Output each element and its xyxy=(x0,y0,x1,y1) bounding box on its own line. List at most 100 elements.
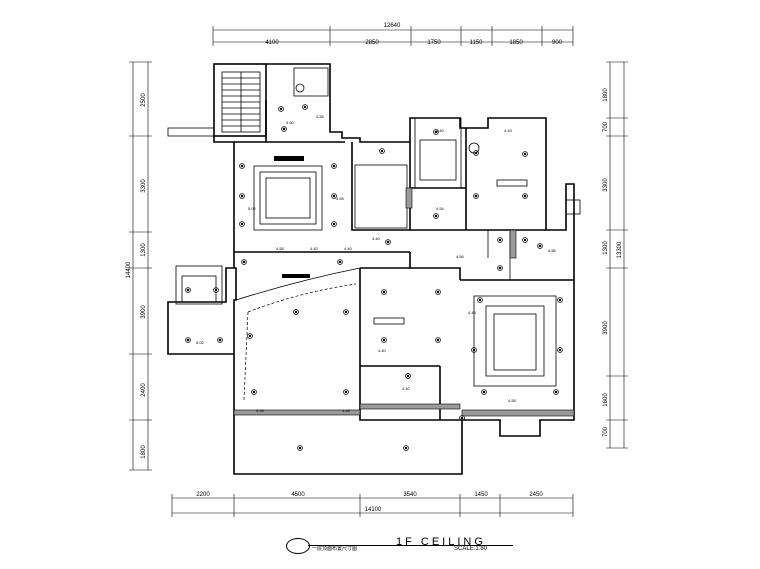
ceiling-lamp-center xyxy=(558,348,562,352)
ceiling-lamps xyxy=(185,104,563,451)
right-total-label: 13300 xyxy=(617,241,623,258)
ceiling-lamp xyxy=(403,445,409,451)
ceiling-lamp-center xyxy=(478,298,482,302)
ceiling-lamp-center xyxy=(523,194,527,198)
drawing-scale: SCALE:1:80 xyxy=(454,546,488,552)
annot-11: 4.40 xyxy=(378,348,387,353)
ceiling-lamp-center xyxy=(436,290,440,294)
ceiling-lamp xyxy=(343,309,349,315)
annot-0: 4.56 xyxy=(316,114,325,119)
ceiling-lamp xyxy=(381,289,387,295)
top-seg-2: 1750 xyxy=(427,40,441,46)
ceiling-lamp-center xyxy=(523,152,527,156)
ceiling-lamp-center xyxy=(472,348,476,352)
ceiling-lamp xyxy=(241,259,247,265)
ceiling-lamp-center xyxy=(436,338,440,342)
ceiling-lamp xyxy=(435,337,441,343)
ceiling-lamp xyxy=(251,389,257,395)
ceiling-lamp-center xyxy=(434,214,438,218)
ceiling-lamp xyxy=(278,106,284,112)
ceiling-lamp xyxy=(433,213,439,219)
ceiling-lamp xyxy=(247,333,253,339)
coffered-ceiling-dining xyxy=(253,156,323,231)
ceiling-lamp-center xyxy=(554,390,558,394)
coffered-ceiling-small xyxy=(175,265,223,305)
title-symbol xyxy=(286,538,310,554)
annot-16: 5.02 xyxy=(196,340,205,345)
ceiling-lamp xyxy=(481,389,487,395)
ceiling-lamp xyxy=(477,297,483,303)
ceiling-lamp xyxy=(405,373,411,379)
left-dimension-chain: 14400 2500 3300 1300 3900 2400 1800 xyxy=(126,61,152,471)
annot-3: 4.55 xyxy=(276,246,285,251)
ceiling-lamp xyxy=(471,347,477,353)
bottom-dimension-chain: 2200 4500 3540 1450 2450 14100 xyxy=(171,492,574,517)
wall-hatch-strips xyxy=(233,187,575,417)
bottom-seg-0: 2200 xyxy=(196,492,210,498)
annot-14: 4.43 xyxy=(468,310,477,315)
ceiling-lamp xyxy=(213,287,219,293)
right-seg-6: 700 xyxy=(603,426,609,437)
ceiling-lamp-center xyxy=(248,334,252,338)
left-seg-5: 1800 xyxy=(141,445,147,459)
ceiling-lamp xyxy=(497,237,503,243)
right-seg-5: 1600 xyxy=(603,393,609,407)
ceiling-lamp-center xyxy=(382,290,386,294)
bottom-seg-3: 1450 xyxy=(474,492,488,498)
ceiling-lamp-center xyxy=(294,310,298,314)
ceiling-lamp xyxy=(239,193,245,199)
ceiling-lamp xyxy=(239,221,245,227)
ceiling-lamp-center xyxy=(186,338,190,342)
ceiling-lamp xyxy=(553,389,559,395)
annot-8: 4.54 xyxy=(436,206,445,211)
annot-4: 4.43 xyxy=(310,246,319,251)
ceiling-lamp-center xyxy=(242,260,246,264)
bottom-seg-4: 2450 xyxy=(529,492,543,498)
ceiling-lamp-center xyxy=(474,151,478,155)
annot-5: 4.40 xyxy=(344,246,353,251)
bottom-total-label: 14100 xyxy=(365,507,382,513)
ceiling-lamp-center xyxy=(240,222,244,226)
ceiling-lamp xyxy=(239,163,245,169)
ceiling-lamp xyxy=(435,289,441,295)
top-seg-1: 2850 xyxy=(365,40,379,46)
ceiling-lamp-center xyxy=(404,446,408,450)
bottom-seg-2: 3540 xyxy=(403,492,417,498)
ceiling-lamp-center xyxy=(218,338,222,342)
annot-2: 4.55 xyxy=(336,196,345,201)
ceiling-lamp xyxy=(557,347,563,353)
ceiling-lamp-center xyxy=(240,194,244,198)
ceiling-lamp-center xyxy=(344,390,348,394)
ceiling-lamp-center xyxy=(338,260,342,264)
ceiling-lamp xyxy=(185,287,191,293)
ceiling-lamp-center xyxy=(186,288,190,292)
ceiling-lamp-center xyxy=(434,130,438,134)
ceiling-lamp-center xyxy=(332,194,336,198)
ceiling-lamp xyxy=(343,389,349,395)
ceiling-lamp xyxy=(522,237,528,243)
coffered-ceiling-bedroom xyxy=(473,295,557,387)
ceiling-lamp-center xyxy=(460,416,464,420)
top-seg-3: 1150 xyxy=(470,40,484,46)
ceiling-lamp xyxy=(473,193,479,199)
ceiling-lamp-center xyxy=(382,338,386,342)
annot-6: 4.40 xyxy=(436,128,445,133)
ceiling-lamp-center xyxy=(214,288,218,292)
ceiling-lamp-center xyxy=(344,310,348,314)
annot-18: 4.55 xyxy=(256,408,265,413)
annot-19: 4.48 xyxy=(342,408,351,413)
annot-12: 4.40 xyxy=(402,386,411,391)
left-seg-4: 2400 xyxy=(141,383,147,397)
ceiling-lamp-center xyxy=(332,164,336,168)
ceiling-lamp-center xyxy=(474,194,478,198)
left-seg-3: 3900 xyxy=(141,305,147,319)
ceiling-lamp xyxy=(473,150,479,156)
drawing-subtitle: 一层顶面布置尺寸图 xyxy=(312,546,358,552)
title-underline xyxy=(308,545,513,546)
ceiling-lamp-center xyxy=(332,222,336,226)
left-seg-0: 2500 xyxy=(141,93,147,107)
ceiling-lamp-center xyxy=(240,164,244,168)
living-room-ceiling-outline xyxy=(235,267,405,401)
left-seg-1: 3300 xyxy=(141,179,147,193)
ceiling-lamp xyxy=(185,337,191,343)
